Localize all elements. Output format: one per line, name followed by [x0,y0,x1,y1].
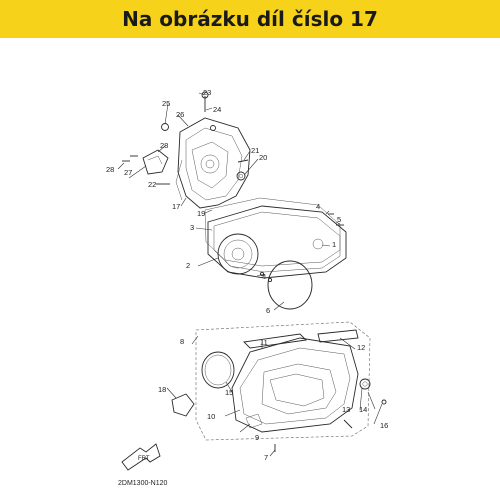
callout-22: 22 [148,180,156,189]
callout-15: 15 [225,388,233,397]
callout-28: 28 [106,165,114,174]
callout-14: 14 [359,405,367,414]
callout-4: 4 [316,202,320,211]
callout-28: 28 [160,141,168,150]
bolts-upper [122,91,249,185]
callout-16: 16 [380,421,388,430]
callout-23: 23 [203,88,211,97]
diagram-code: 2DM1300-N120 [118,480,168,487]
callout-18: 18 [158,385,166,394]
callout-1: 1 [332,240,336,249]
callout-8: 8 [180,337,184,346]
callout-7: 7 [264,453,268,462]
callout-10: 10 [207,412,215,421]
callout-4: 4 [262,272,266,281]
callout-11: 11 [260,338,268,347]
callout-21: 21 [251,146,259,155]
callout-24: 24 [213,105,221,114]
callout-12: 12 [357,343,365,352]
rear-housing [175,117,251,209]
callout-19: 19 [197,209,205,218]
header-title: Na obrázku díl číslo 17 [122,7,378,31]
callout-6: 6 [266,306,270,315]
callout-25: 25 [162,99,170,108]
callout-20: 20 [259,153,267,162]
callout-13: 13 [342,405,350,414]
callout-9: 9 [255,433,259,442]
callout-27: 27 [124,168,132,177]
callout-17: 17 [172,202,180,211]
callout-26: 26 [176,110,184,119]
gasket-and-crankcase-cover [204,197,347,310]
small-cap-27 [142,149,169,175]
header-banner: Na obrázku díl číslo 17 [0,0,500,38]
front-arrow-label: FRT [138,456,150,462]
outer-cover-assembly [171,321,387,452]
callout-5: 5 [337,215,341,224]
callout-3: 3 [190,223,194,232]
leader-lines [117,92,383,457]
front-arrow-icon: FRT [121,443,161,471]
callout-2: 2 [186,261,190,270]
